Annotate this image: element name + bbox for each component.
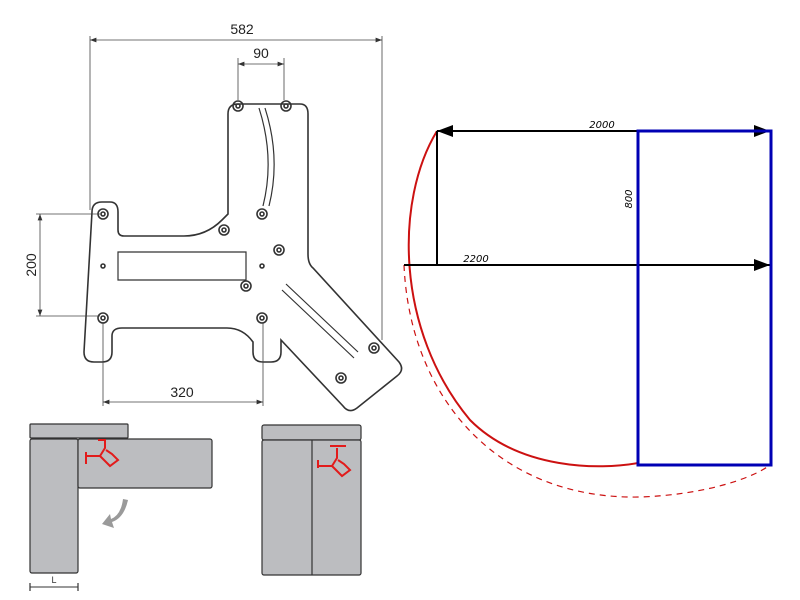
dim-base-width: 320 <box>170 384 194 400</box>
dim-vertical: 800 <box>624 189 635 208</box>
layout-plan: 2000 800 2200 <box>403 120 773 498</box>
dim-slot-width: 90 <box>253 45 269 61</box>
dim-bottom: 2200 <box>463 254 488 265</box>
bracket-drawing <box>83 100 403 412</box>
bracket-holes <box>97 100 380 384</box>
sketch-straight-config <box>261 424 362 576</box>
bracket-outline <box>83 103 403 412</box>
dim-height: 200 <box>23 253 39 277</box>
rotate-arrow-icon <box>102 499 128 528</box>
sofa-outline <box>636 129 773 467</box>
bracket-inner-cutout <box>117 251 247 281</box>
swing-arc-dashed <box>403 264 771 498</box>
bracket-curved-slot <box>258 107 275 207</box>
bracket-dimension-lines <box>36 36 383 406</box>
dim-top: 2000 <box>589 120 614 131</box>
bracket-icon-red <box>317 445 352 478</box>
bracket-straight-slot <box>281 283 359 359</box>
sketch-corner-config <box>29 423 213 591</box>
length-label: L <box>51 575 56 585</box>
bracket-icon-red <box>85 439 120 468</box>
swing-arc-solid <box>407 130 639 468</box>
dim-overall-width: 582 <box>230 21 254 37</box>
